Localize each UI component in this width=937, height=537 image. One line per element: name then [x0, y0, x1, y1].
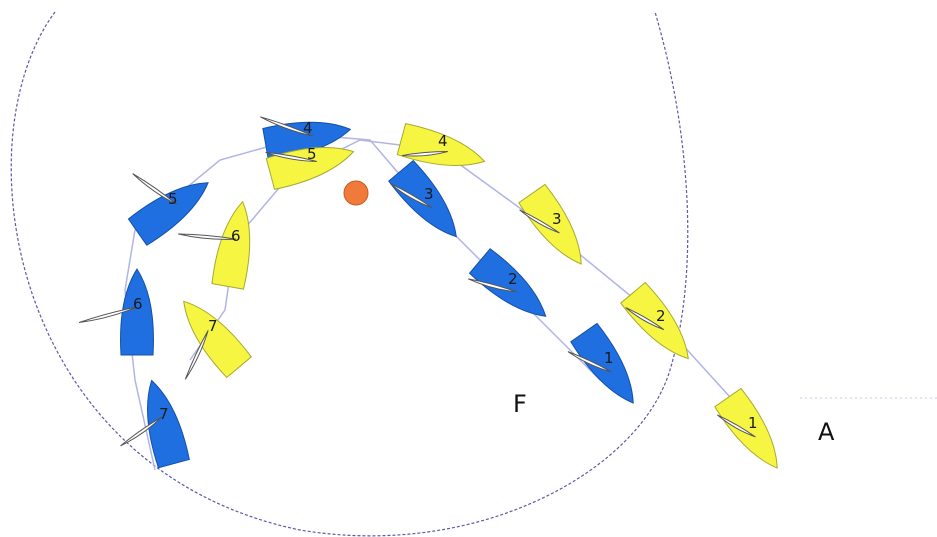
- blue-sail-1: [567, 351, 612, 373]
- yellow-sail-2: [625, 307, 665, 331]
- blue-hull-6: [120, 268, 154, 356]
- yellow-boat-6: [178, 200, 251, 290]
- blue-sail-7: [120, 416, 162, 447]
- blue-hull-3: [388, 159, 457, 238]
- yellow-hull-3: [518, 183, 582, 265]
- blue-boat-number-6: 6: [133, 295, 143, 313]
- blue-boat-2: [468, 248, 547, 317]
- blue-boat-7: [120, 379, 190, 469]
- mark-buoy: [343, 180, 369, 206]
- blue-hull-1: [570, 322, 634, 404]
- blue-sail-5: [132, 173, 178, 206]
- yellow-hull-7: [183, 300, 252, 379]
- blue-boat-number-5: 5: [168, 190, 178, 208]
- blue-boat-4: [260, 116, 352, 161]
- yellow-hull-6: [211, 200, 251, 290]
- yellow-sail-7: [184, 330, 209, 380]
- blue-boat-number-7: 7: [159, 405, 169, 423]
- label-a: A: [818, 418, 835, 446]
- blue-boat-number-4: 4: [303, 119, 313, 137]
- zone-circle: [10, 11, 689, 537]
- yellow-boat-number-4: 4: [438, 132, 448, 150]
- yellow-sail-1: [717, 414, 756, 438]
- yellow-boat-number-6: 6: [231, 227, 241, 245]
- blue-boat-number-3: 3: [424, 185, 434, 203]
- blue-hull-7: [147, 379, 190, 469]
- blue-boat-number-1: 1: [604, 349, 614, 367]
- yellow-boat-number-7: 7: [208, 317, 218, 335]
- blue-sail-3: [389, 183, 433, 209]
- yellow-boats: 1 2 3 4 5 6 7: [178, 123, 778, 469]
- yellow-sail-4: [401, 151, 448, 157]
- blue-hull-4: [262, 121, 352, 161]
- blue-boat-5: [127, 173, 209, 246]
- yellow-hull-1: [714, 387, 778, 469]
- blue-hull-5: [127, 182, 209, 246]
- yellow-hull-2: [620, 281, 689, 360]
- yellow-boat-number-2: 2: [656, 307, 666, 325]
- blue-boat-1: [567, 322, 634, 404]
- yellow-boat-5: [265, 147, 355, 190]
- yellow-boat-3: [518, 183, 582, 265]
- blue-sail-4: [260, 116, 314, 137]
- blue-boat-3: [388, 159, 457, 238]
- yellow-sail-3: [519, 209, 560, 234]
- yellow-boat-7: [183, 300, 252, 380]
- label-f: F: [513, 390, 527, 418]
- yellow-sail-6: [178, 233, 237, 240]
- yellow-sail-5: [265, 151, 317, 162]
- blue-hull-2: [468, 248, 547, 317]
- blue-sail-2: [468, 278, 517, 293]
- blue-sail-6: [78, 306, 138, 324]
- blue-boat-number-2: 2: [508, 270, 518, 288]
- blue-boats: 1 2 3 4 5 6 7: [78, 116, 634, 469]
- yellow-boat-number-3: 3: [552, 210, 562, 228]
- yellow-boat-number-1: 1: [748, 414, 758, 432]
- yellow-boat-1: [714, 387, 778, 469]
- yellow-boat-2: [620, 281, 689, 360]
- yellow-boat-4: [396, 123, 486, 166]
- blue-boat-6: [78, 268, 154, 356]
- yellow-boat-number-5: 5: [307, 145, 317, 163]
